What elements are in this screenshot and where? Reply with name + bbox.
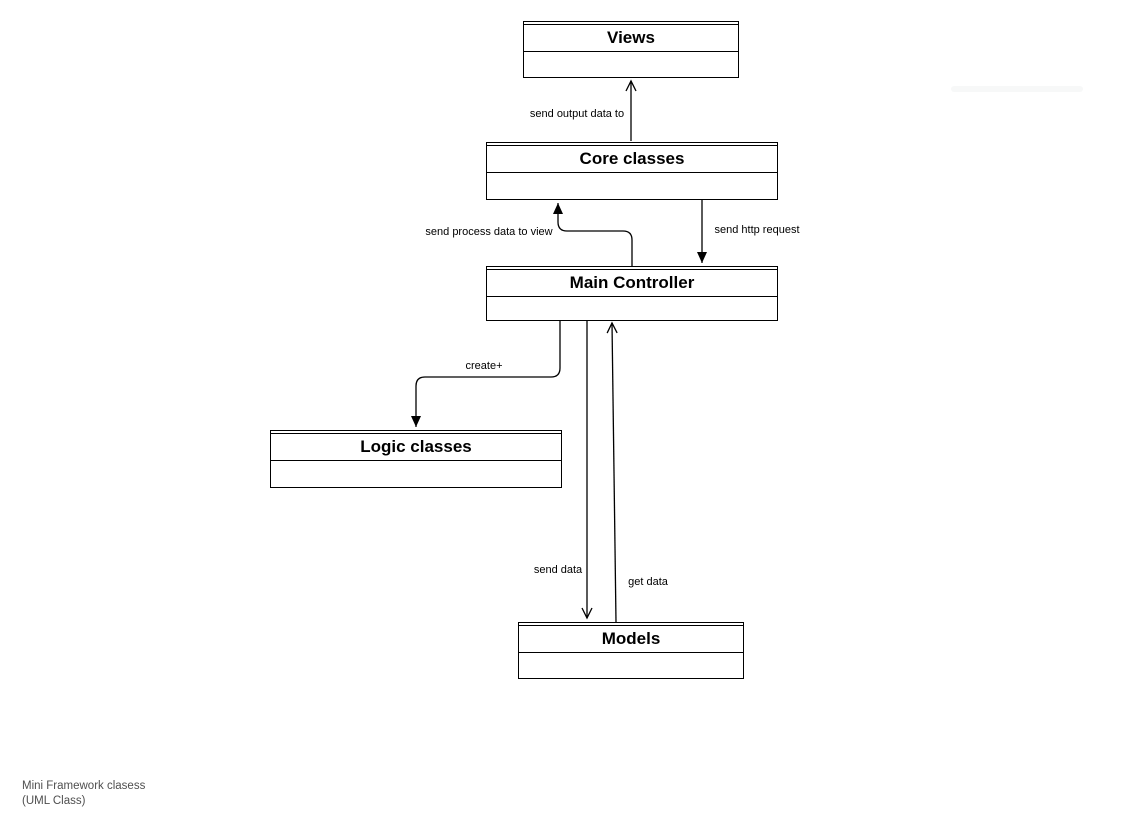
class-views-body <box>524 52 738 77</box>
edge-get-data[interactable] <box>606 321 618 623</box>
edge-label-send-process-data-to-view[interactable]: send process data to view <box>423 226 555 239</box>
caption-line1: Mini Framework clasess <box>22 780 146 792</box>
class-logic-classes-body <box>271 461 561 487</box>
caption-line2: (UML Class) <box>22 795 86 807</box>
edge-label-send-data[interactable]: send data <box>531 564 585 577</box>
class-models-body <box>519 653 743 678</box>
class-main-controller-body <box>487 297 777 320</box>
class-core-classes-title: Core classes <box>487 145 777 173</box>
edge-label-send-output-data-to[interactable]: send output data to <box>527 108 627 121</box>
class-core-classes-body <box>487 173 777 199</box>
class-logic-classes-title: Logic classes <box>271 433 561 461</box>
diagram-caption: Mini Framework clasess (UML Class) <box>22 779 145 809</box>
class-core-classes[interactable]: Core classes <box>486 142 778 200</box>
faint-smudge-artifact <box>951 86 1083 92</box>
class-logic-classes[interactable]: Logic classes <box>270 430 562 488</box>
edge-label-create[interactable]: create+ <box>463 360 505 373</box>
class-views-title: Views <box>524 24 738 52</box>
edge-label-get-data[interactable]: get data <box>626 576 670 589</box>
class-models-title: Models <box>519 625 743 653</box>
edge-create[interactable] <box>411 320 561 427</box>
class-main-controller[interactable]: Main Controller <box>486 266 778 321</box>
edge-send-process-data-to-view[interactable] <box>553 203 633 266</box>
edge-label-send-http-request[interactable]: send http request <box>712 224 802 237</box>
class-main-controller-title: Main Controller <box>487 269 777 297</box>
class-views[interactable]: Views <box>523 21 739 78</box>
class-models[interactable]: Models <box>518 622 744 679</box>
